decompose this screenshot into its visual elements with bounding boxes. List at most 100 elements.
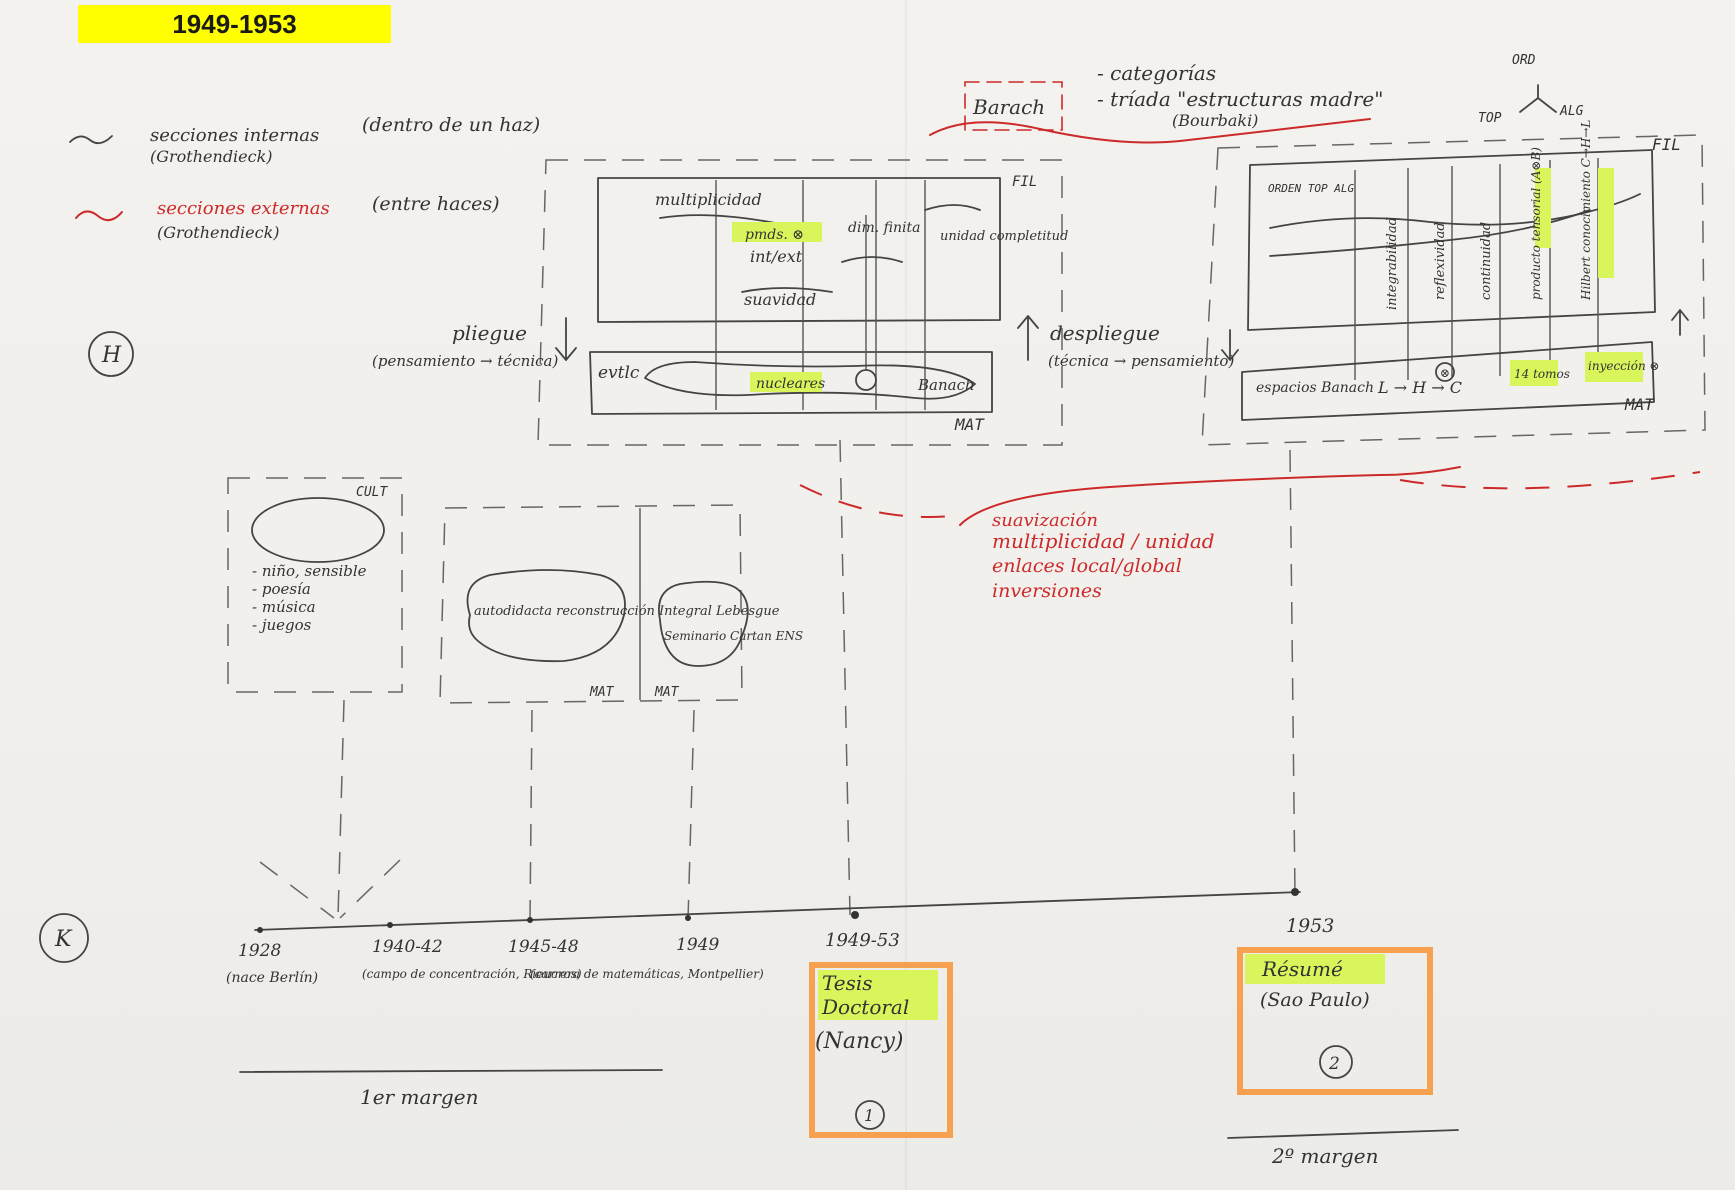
connector-left-block (839, 439, 851, 916)
cult-ellipse (251, 497, 385, 563)
alg-label: ALG (1559, 104, 1584, 119)
despliegue-label: despliegue (1050, 321, 1160, 345)
cult-item-3: - música (252, 598, 316, 616)
despliegue-sub-label: (técnica → pensamiento) (1048, 352, 1234, 370)
left-block-outline (537, 159, 1063, 446)
red-dash-right (1399, 471, 1701, 490)
left-fil-label: FIL (1012, 174, 1037, 190)
legend-external-label: secciones externas (157, 198, 330, 219)
left-block: FIL MAT multiplicidad pmds. ⊗ int/ext di… (372, 159, 1234, 446)
resume-highlight (1245, 954, 1385, 984)
note-1928: (nace Berlín) (226, 970, 318, 986)
despliegue-arrow-icon (1017, 315, 1039, 361)
multiplicidad-curve (659, 214, 781, 225)
year-1953: 1953 (1286, 915, 1334, 937)
red-note-4: inversiones (992, 580, 1102, 602)
timeline: 1928 (nace Berlín) 1940-42 (campo de con… (226, 888, 1334, 986)
red-note-1: suavización (992, 510, 1098, 531)
unidad-label: unidad completitud (940, 229, 1068, 244)
page-title: 1949-1953 (78, 5, 391, 43)
tesis-num: 1 (864, 1106, 874, 1125)
right-col-highlight-1 (1535, 168, 1551, 248)
triada-label: - tríada "estructuras madre" (1097, 87, 1383, 111)
dim-curve (841, 256, 903, 263)
tick-1940 (387, 922, 393, 928)
mat-box (589, 351, 993, 415)
cult-item-1: - niño, sensible (252, 562, 367, 580)
structures-annotation: Barach - categorías - tríada "estructura… (929, 53, 1584, 144)
col-continuidad: continuidad (1479, 222, 1494, 300)
bourbaki-label: (Bourbaki) (1172, 111, 1258, 130)
year-1945: 1945-48 (508, 937, 579, 957)
legend: secciones internas (Grothendieck) (dentr… (69, 114, 540, 242)
year-1928: 1928 (238, 941, 281, 961)
tick-1928 (257, 927, 263, 933)
note-1945: (carrera de matemáticas, Montpellier) (530, 967, 764, 981)
tripod-icon (1519, 84, 1557, 113)
mat-blocks-outline (439, 504, 743, 704)
autodidacta-blob (466, 569, 626, 663)
unidad-curve (924, 204, 981, 211)
tesis-orange-frame (809, 962, 953, 1138)
nucleares-node (855, 369, 877, 391)
inyeccion-highlight (1585, 352, 1643, 382)
marker-h-circle (88, 331, 134, 377)
right-down-arrow-icon (1221, 329, 1239, 361)
cult-label: CULT (356, 485, 388, 500)
red-note-2: multiplicidad / unidad (992, 529, 1215, 553)
cult-block: CULT - niño, sensible - poesía - música … (227, 477, 403, 693)
tesis-highlight (818, 970, 938, 1020)
second-margin-label: 2º margen (1271, 1144, 1378, 1168)
evtlc-label: evtlc (598, 363, 640, 383)
marker-h: H (101, 343, 122, 368)
right-block-outline (1201, 134, 1706, 446)
resume-orange-frame (1237, 947, 1433, 1095)
seminario-label: Seminario Cartan ENS (664, 629, 803, 643)
orden-top-alg-label: ORDEN TOP ALG (1268, 182, 1354, 195)
right-up-arrow-icon (1671, 309, 1689, 336)
red-note-3: enlaces local/global (992, 555, 1182, 577)
col-reflexividad: reflexividad (1433, 222, 1448, 300)
autodidacta-label: autodidacta reconstrucción Integral Lebe… (474, 604, 780, 619)
dim-finita-label: dim. finita (848, 220, 920, 236)
suavidad-curve (741, 287, 833, 293)
connector-cult (337, 699, 345, 919)
col-producto-tensorial: producto tensorial (A⊗B) (1529, 147, 1543, 300)
legend-internal-note: (dentro de un haz) (362, 114, 540, 136)
connector-mat2 (687, 709, 695, 921)
multiplicidad-label: multiplicidad (655, 190, 762, 209)
legend-external-squiggle (75, 210, 123, 222)
suavidad-label: suavidad (744, 290, 816, 309)
second-margin-line (1227, 1129, 1459, 1139)
marker-k: K (54, 927, 73, 952)
resume-place: (Sao Paulo) (1260, 989, 1370, 1011)
top-label: TOP (1478, 111, 1502, 126)
seminario-blob (658, 580, 749, 667)
legend-external-note: (entre haces) (372, 193, 500, 215)
mat-block-label-1: MAT (589, 685, 615, 700)
pmds-label: pmds. ⊗ (745, 227, 804, 243)
year-1949: 1949 (676, 935, 719, 955)
resume-num-circle (1319, 1045, 1353, 1079)
right-mat-box (1241, 341, 1655, 421)
legend-external-sub: (Grothendieck) (157, 223, 280, 242)
first-margin-line (239, 1069, 663, 1073)
timeline-axis (254, 891, 1301, 931)
tesis-num-circle (855, 1100, 885, 1130)
tick-1945 (527, 917, 533, 923)
tick-1953 (1291, 888, 1299, 896)
tick-1949 (685, 915, 691, 921)
connector-mat1 (529, 709, 533, 921)
tick-1949-53 (851, 911, 859, 919)
legend-internal-label: secciones internas (150, 125, 319, 146)
marker-k-circle (39, 913, 89, 963)
mat-block-label-2: MAT (654, 685, 680, 700)
tomos-highlight (1510, 360, 1558, 386)
int-ext-label: int/ext (750, 247, 803, 266)
connector-right-block (1289, 449, 1296, 896)
red-link-top (929, 118, 1371, 144)
legend-internal-squiggle (69, 135, 113, 145)
red-dash-left (799, 484, 961, 518)
tesis-line2: Doctoral (821, 995, 909, 1019)
